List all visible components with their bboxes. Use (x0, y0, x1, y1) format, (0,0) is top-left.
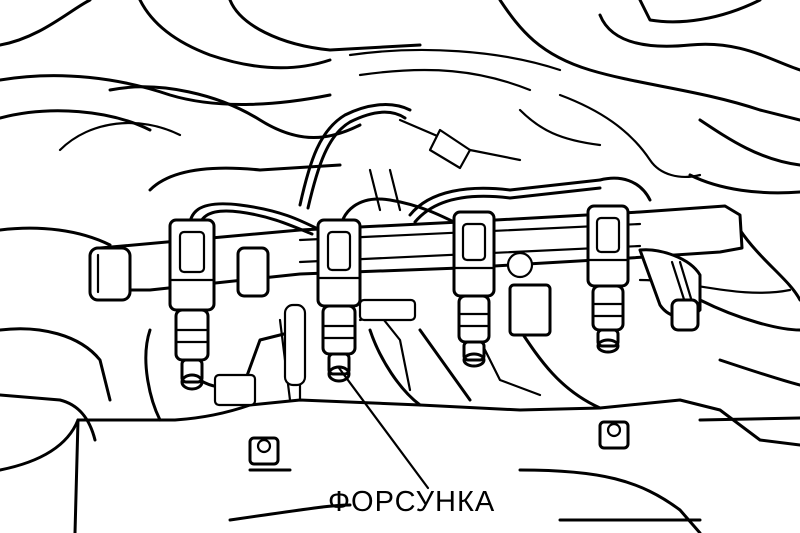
fuel-injector-1 (168, 218, 216, 391)
engine-bay-background (0, 0, 800, 472)
fuel-injector-3 (452, 210, 496, 368)
fuel-injector-4 (586, 204, 630, 354)
mounting-bolt-right (598, 420, 630, 450)
mounting-bolt-left (248, 436, 280, 466)
wiring-harness (144, 103, 652, 422)
fuel-injector-2 (316, 218, 362, 383)
callout-leader-line (337, 366, 430, 490)
injector-callout-label: ФОРСУНКА (328, 486, 496, 518)
